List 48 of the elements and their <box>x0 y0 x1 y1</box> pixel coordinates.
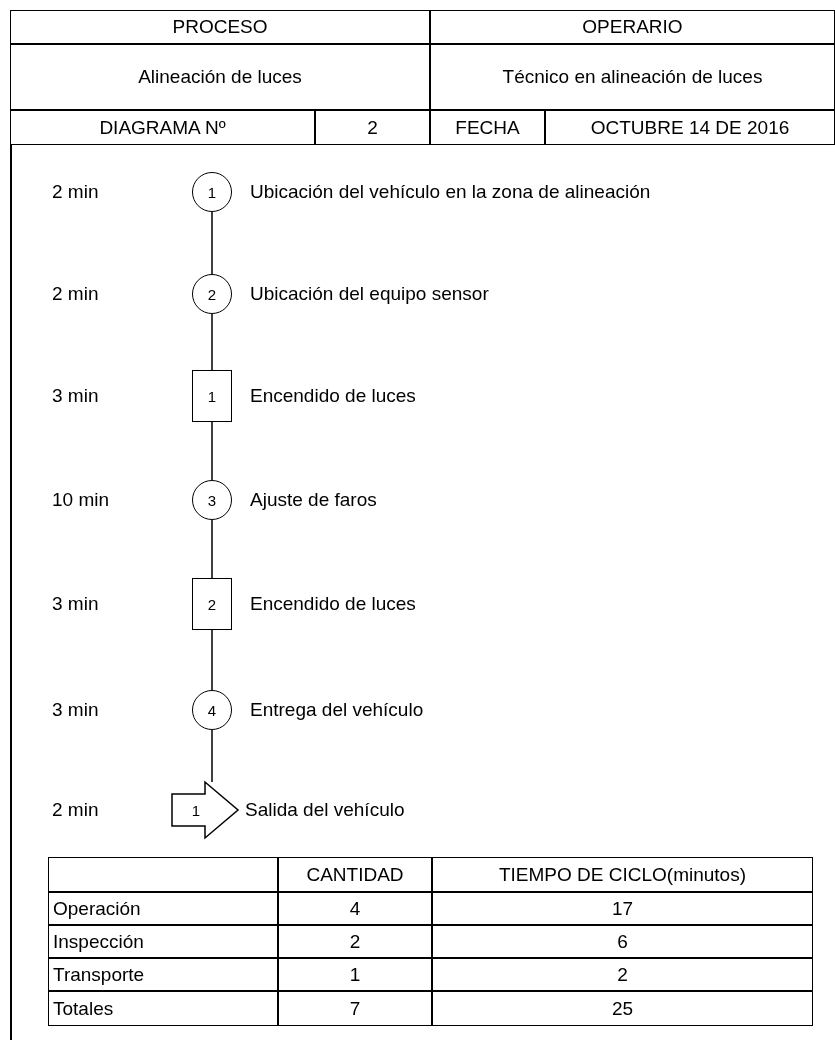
table-cell: 4 <box>278 892 432 925</box>
table-cell: Operación <box>48 892 278 925</box>
table-cell: 25 <box>432 991 813 1026</box>
operation-circle: 4 <box>192 690 232 730</box>
connector-line <box>211 211 213 275</box>
table-cell: Transporte <box>48 958 278 991</box>
header-cell: PROCESO <box>10 10 430 44</box>
connector-line <box>211 519 213 579</box>
step-description: Ubicación del equipo sensor <box>250 283 489 305</box>
step-description: Encendido de luces <box>250 593 416 615</box>
table-cell: 6 <box>432 925 813 958</box>
header-cell: 2 <box>315 110 430 145</box>
header-cell: OCTUBRE 14 DE 2016 <box>545 110 835 145</box>
step-description: Salida del vehículo <box>245 799 405 821</box>
header-cell: Alineación de luces <box>10 44 430 110</box>
duration-label: 10 min <box>52 489 110 511</box>
operation-circle: 2 <box>192 274 232 314</box>
step-description: Ajuste de faros <box>250 489 377 511</box>
table-cell: 7 <box>278 991 432 1026</box>
connector-line <box>211 729 213 783</box>
step-description: Ubicación del vehículo en la zona de alineación <box>250 181 651 203</box>
connector-line <box>211 629 213 691</box>
header-cell: Técnico en alineación de luces <box>430 44 835 110</box>
table-cell: 17 <box>432 892 813 925</box>
header-cell: DIAGRAMA Nº <box>10 110 315 145</box>
connector-line <box>211 313 213 371</box>
duration-label: 2 min <box>52 181 99 203</box>
header-cell: FECHA <box>430 110 545 145</box>
operation-circle: 1 <box>192 172 232 212</box>
table-cell: Inspección <box>48 925 278 958</box>
duration-label: 3 min <box>52 593 99 615</box>
step-description: Entrega del vehículo <box>250 699 424 721</box>
table-cell: TIEMPO DE CICLO(minutos) <box>432 857 813 892</box>
step-description: Encendido de luces <box>250 385 416 407</box>
table-cell: 1 <box>278 958 432 991</box>
inspection-square: 2 <box>192 578 232 630</box>
duration-label: 2 min <box>52 283 99 305</box>
connector-line <box>211 421 213 481</box>
table-cell: CANTIDAD <box>278 857 432 892</box>
duration-label: 3 min <box>52 699 99 721</box>
header-cell: OPERARIO <box>430 10 835 44</box>
table-cell: 2 <box>278 925 432 958</box>
table-cell: Totales <box>48 991 278 1026</box>
duration-label: 3 min <box>52 385 99 407</box>
duration-label: 2 min <box>52 799 99 821</box>
inspection-square: 1 <box>192 370 232 422</box>
operation-circle: 3 <box>192 480 232 520</box>
table-cell: 2 <box>432 958 813 991</box>
